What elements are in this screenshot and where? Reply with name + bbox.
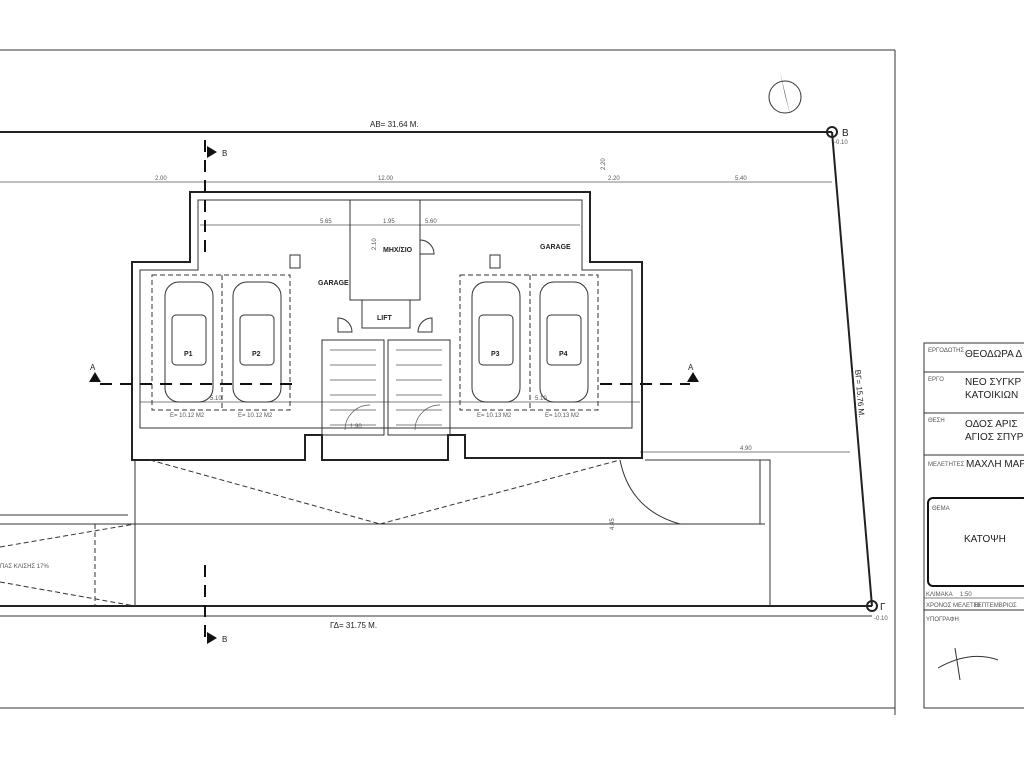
parking-area: E= 10.13 M2 — [477, 413, 512, 419]
dimension-label: 2.10 — [372, 238, 378, 250]
designers-label: ΜΕΛΕΤΗΤΕΣ — [928, 462, 965, 468]
dimension-label: 2.20 — [601, 158, 607, 170]
dimension-label: 5.40 — [735, 176, 747, 182]
location-value-2: ΑΓΙΟΣ ΣΠΥΡ — [965, 432, 1024, 443]
lift-shaft — [361, 299, 411, 329]
door-swing — [419, 239, 435, 255]
scale-value: 1:50 — [960, 592, 972, 598]
dimension-label: 4.90 — [740, 446, 752, 452]
garage-label-right: GARAGE — [540, 244, 571, 251]
title-block — [923, 342, 1024, 709]
subject-label: ΘΕΜΑ — [932, 506, 950, 512]
stair-treads — [330, 349, 442, 431]
column — [289, 254, 501, 269]
designers-value: ΜΑΧΛΗ ΜΑΡ — [966, 459, 1024, 470]
corner-g-label: Γ — [880, 602, 886, 613]
project-value-1: ΝΕΟ ΣΥΓΚΡ — [965, 377, 1021, 388]
parking-area: E= 10.12 M2 — [170, 413, 205, 419]
dimension-label: 5.60 — [425, 219, 437, 225]
section-b-label: B — [222, 149, 227, 158]
driveway — [0, 459, 771, 607]
north-arrow-icon — [768, 72, 802, 114]
plot-boundary — [0, 126, 878, 617]
dimension-label: 2.20 — [608, 176, 620, 182]
dimension-label: 5.10 — [535, 396, 547, 402]
corner-b-level: -0.10 — [834, 140, 848, 146]
dimension-label: 12.00 — [378, 176, 394, 182]
parking-area: E= 10.12 M2 — [238, 413, 273, 419]
stair-right — [387, 339, 451, 436]
date-label: ΧΡΟΝΟΣ ΜΕΛΕΤΗΣ — [926, 603, 982, 609]
side-gd-label: ΓΔ= 31.75 Μ. — [330, 621, 377, 630]
parking-label: P4 — [559, 351, 568, 358]
section-b-label: B — [222, 635, 227, 644]
parking-label: P2 — [252, 351, 261, 358]
lift-label: LIFT — [377, 315, 392, 322]
corner-b-label: B — [842, 128, 849, 139]
parking-area: E= 10.13 M2 — [545, 413, 580, 419]
dimension-label: 5.65 — [320, 219, 332, 225]
date-value: ΣΕΠΤΕΜΒΡΙΟΣ — [974, 603, 1017, 609]
section-arrow-icon — [207, 146, 217, 644]
dimension-label: 5.10 — [210, 396, 222, 402]
client-value: ΘΕΟΔΩΡΑ Δ — [965, 349, 1022, 360]
car-icon — [164, 281, 589, 403]
client-label: ΕΡΓΟΔΟΤΗΣ — [928, 348, 964, 354]
parking-label: P1 — [184, 351, 193, 358]
scale-label: ΚΛΙΜΑΚΑ — [926, 592, 953, 598]
location-label: ΘΕΣΗ — [928, 418, 945, 424]
inner-walls — [139, 199, 633, 429]
dimension-label: 2.00 — [155, 176, 167, 182]
section-a-label: A — [688, 363, 694, 372]
section-arrow-icon — [89, 372, 699, 382]
parking-bays — [151, 274, 599, 411]
dimension-label: 1.95 — [383, 219, 395, 225]
project-label: ΕΡΓΟ — [928, 377, 944, 383]
location-value-1: ΟΔΟΣ ΑΡΙΣ — [965, 419, 1018, 430]
machine-room-label: ΜΗΧ/ΣΙΟ — [383, 247, 413, 254]
side-ab-label: ΑΒ= 31.64 Μ. — [370, 120, 419, 129]
side-bg-label: ΒΓ= 15.76 Μ. — [853, 369, 866, 417]
signature-icon — [937, 647, 999, 681]
stair-left — [321, 339, 385, 436]
corner-g-level: -0.10 — [874, 616, 888, 622]
ramp-slope-label: ΠΑΣ ΚΛΙΣΗΣ 17% — [0, 564, 49, 570]
section-a-label: A — [90, 363, 96, 372]
garage-label-left: GARAGE — [318, 280, 349, 287]
subject-value: ΚΑΤΟΨΗ — [964, 534, 1006, 545]
signature-label: ΥΠΟΓΡΑΦΗ — [926, 617, 959, 623]
dimension-label: 1.90 — [350, 424, 362, 430]
parking-label: P3 — [491, 351, 500, 358]
door-swing — [337, 317, 433, 333]
project-value-2: ΚΑΤΟΙΚΙΩΝ — [965, 390, 1018, 401]
building-walls — [131, 191, 643, 461]
